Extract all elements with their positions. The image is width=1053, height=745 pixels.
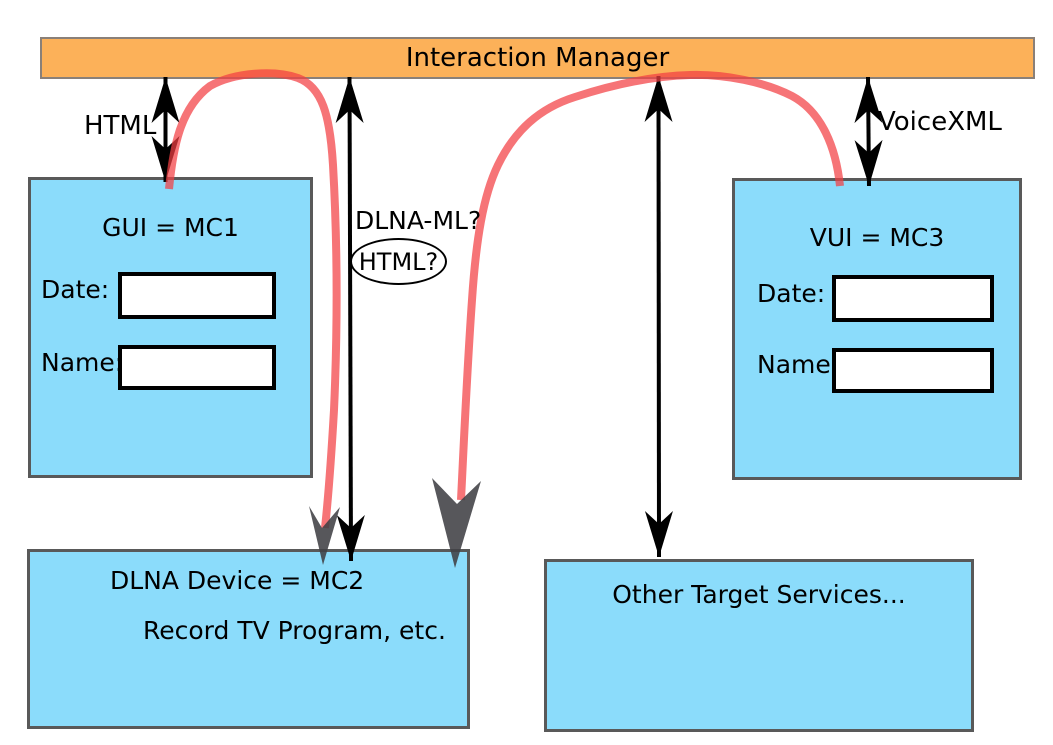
arrow-manager-other-services — [644, 75, 673, 558]
vui-name-label: Name: — [757, 350, 840, 379]
interaction-manager-label: Interaction Manager — [405, 43, 670, 73]
arrow-voicexml-manager-vui — [854, 76, 883, 187]
dlna-device-mc2-box: DLNA Device = MC2 Record TV Program, etc… — [27, 549, 470, 729]
dlna-box-subtitle: Record TV Program, etc. — [143, 616, 446, 645]
gui-box-title: GUI = MC1 — [102, 213, 239, 242]
interaction-manager-bar: Interaction Manager — [40, 37, 1035, 79]
html-question-ellipse: HTML? — [350, 238, 447, 285]
vui-mc3-box: VUI = MC3 Date: Name: — [732, 178, 1022, 480]
vui-box-title: VUI = MC3 — [809, 223, 945, 252]
vui-date-label: Date: — [757, 279, 826, 308]
arrow-dlnaml-manager-dlna — [335, 76, 365, 562]
gui-date-label: Date: — [41, 275, 110, 304]
html-edge-label: HTML — [84, 111, 157, 141]
dlna-box-title: DLNA Device = MC2 — [110, 566, 365, 595]
other-box-title: Other Target Services... — [612, 580, 906, 609]
gui-mc1-box: GUI = MC1 Date: Name: — [28, 177, 313, 478]
html-question-label: HTML? — [358, 247, 439, 276]
other-target-services-box: Other Target Services... — [544, 559, 974, 732]
gui-name-input[interactable] — [118, 345, 276, 390]
dlna-ml-edge-label: DLNA-ML? — [355, 206, 482, 235]
voicexml-edge-label: VoiceXML — [878, 107, 1002, 137]
vui-name-input[interactable] — [832, 348, 994, 393]
gui-name-label: Name: — [41, 348, 124, 377]
gui-date-input[interactable] — [118, 272, 276, 319]
vui-date-input[interactable] — [832, 275, 994, 322]
